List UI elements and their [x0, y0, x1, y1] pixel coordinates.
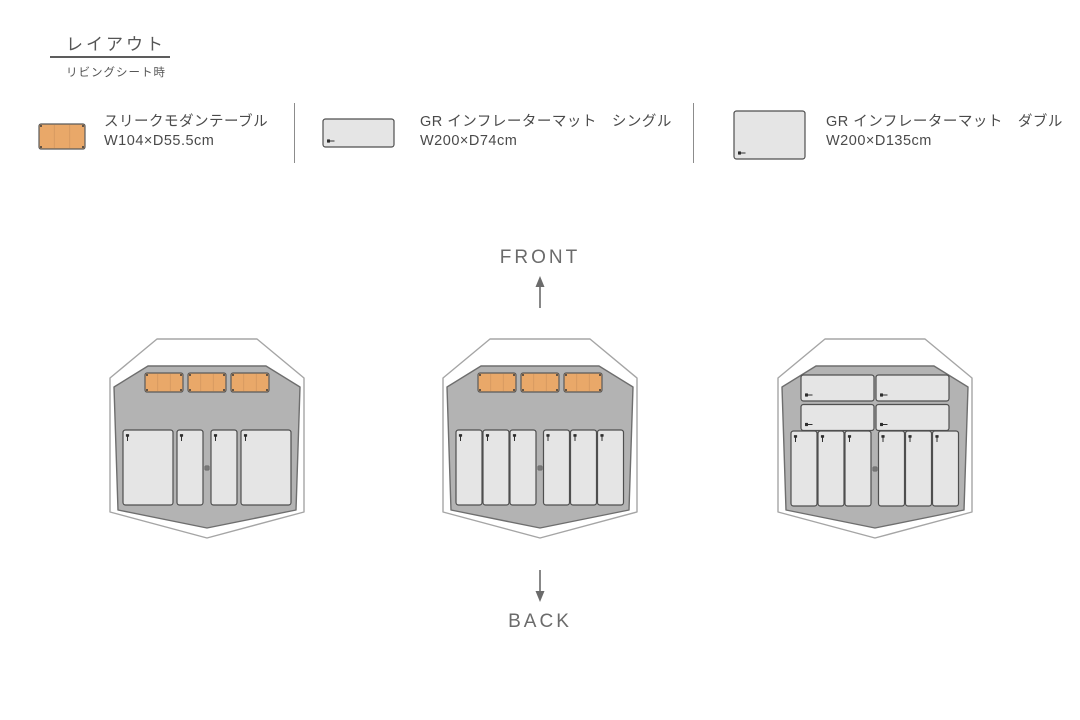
tent-layout-1 — [109, 338, 305, 539]
arrow-up-icon — [535, 276, 545, 308]
mat-single-icon — [322, 118, 395, 148]
title-underline — [50, 56, 170, 58]
legend-item-size: W104×D55.5cm — [104, 133, 215, 149]
legend-item-size: W200×D74cm — [420, 133, 518, 149]
page-title: レイアウト — [66, 35, 166, 54]
legend-item-name: GR インフレーターマット シングル — [420, 114, 672, 130]
legend-item-mat-single: GR インフレーターマット シングル W200×D74cm — [420, 113, 672, 151]
tent-layout-2 — [442, 338, 638, 539]
legend-divider — [693, 103, 694, 163]
tent-layout-3 — [777, 338, 973, 539]
back-label: BACK — [508, 611, 572, 632]
front-label: FRONT — [499, 247, 581, 268]
legend-divider — [294, 103, 295, 163]
legend-item-mat-double: GR インフレーターマット ダブル W200×D135cm — [826, 113, 1063, 151]
mat-double-icon — [733, 110, 806, 160]
table-icon — [38, 123, 86, 150]
legend-item-size: W200×D135cm — [826, 133, 932, 149]
legend-item-name: スリークモダンテーブル — [104, 114, 269, 130]
arrow-down-icon — [535, 570, 545, 602]
page-subtitle: リビングシート時 — [66, 67, 166, 79]
legend-item-table: スリークモダンテーブル W104×D55.5cm — [104, 113, 268, 151]
legend-item-name: GR インフレーターマット ダブル — [826, 114, 1063, 130]
